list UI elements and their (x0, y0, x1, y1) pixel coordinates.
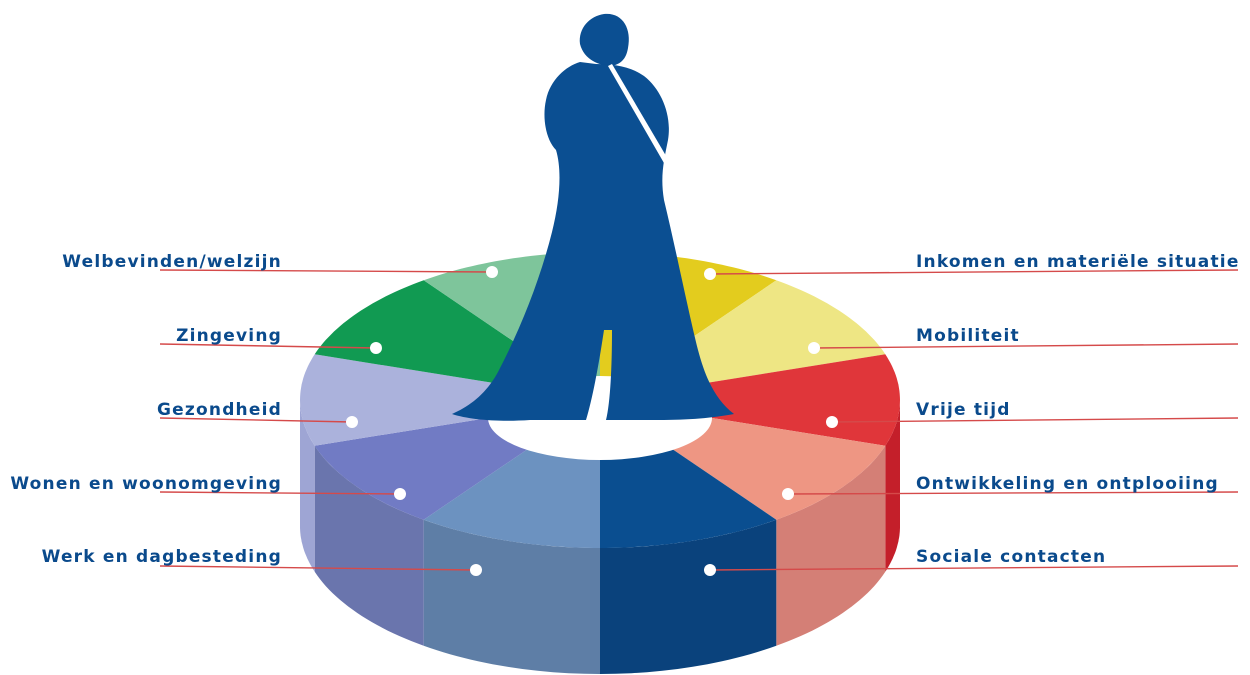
dot-inkomen-en-materie-le-situatie (704, 268, 716, 280)
label-zingeving: Zingeving (176, 326, 282, 346)
side-gezondheid (300, 400, 315, 572)
dot-sociale-contacten (704, 564, 716, 576)
side-werk-en-dagbesteding (423, 519, 600, 674)
dot-vrije-tijd (826, 416, 838, 428)
dot-wonen-en-woonomgeving (394, 488, 406, 500)
segment-dots (346, 266, 838, 576)
side-ontwikkeling-en-ontplooiing (776, 445, 886, 646)
leader-werk-en-dagbesteding (159, 565, 477, 571)
pie-sides (300, 400, 900, 674)
leader-mobiliteit (813, 343, 1239, 349)
dot-welbevinden-welzijn (486, 266, 498, 278)
label-mobiliteit: Mobiliteit (916, 326, 1020, 346)
leader-gezondheid (159, 417, 353, 423)
dot-gezondheid (346, 416, 358, 428)
side-vrije-tijd (885, 400, 900, 572)
label-welbevinden: Welbevinden/welzijn (62, 252, 282, 272)
dot-werk-en-dagbesteding (470, 564, 482, 576)
side-sociale-contacten (600, 519, 777, 674)
leader-wonen-en-woonomgeving (159, 491, 401, 495)
leader-zingeving (159, 343, 377, 349)
wedge-vrije-tijd (600, 354, 900, 446)
wedge-gezondheid (300, 354, 600, 446)
dot-zingeving (370, 342, 382, 354)
label-vrije-tijd: Vrije tijd (916, 400, 1011, 420)
label-werk: Werk en dagbesteding (41, 547, 282, 567)
label-inkomen: Inkomen en materiële situatie (916, 252, 1240, 272)
leader-welbevinden-welzijn (159, 269, 493, 273)
leader-lines (159, 269, 1239, 571)
side-wonen-en-woonomgeving (314, 445, 424, 646)
dot-mobiliteit (808, 342, 820, 354)
leader-vrije-tijd (831, 417, 1239, 423)
label-ontwikkeling: Ontwikkeling en ontplooiing (916, 474, 1219, 494)
label-wonen: Wonen en woonomgeving (10, 474, 282, 494)
label-gezondheid: Gezondheid (157, 400, 282, 420)
leader-sociale-contacten (709, 565, 1239, 571)
leader-inkomen-en-materie-le-situatie (709, 269, 1239, 275)
walking-person-figure (452, 13, 734, 421)
label-sociale: Sociale contacten (916, 547, 1107, 567)
pie-top-surface (300, 252, 900, 548)
dot-ontwikkeling-en-ontplooiing (782, 488, 794, 500)
leader-ontwikkeling-en-ontplooiing (787, 491, 1239, 495)
